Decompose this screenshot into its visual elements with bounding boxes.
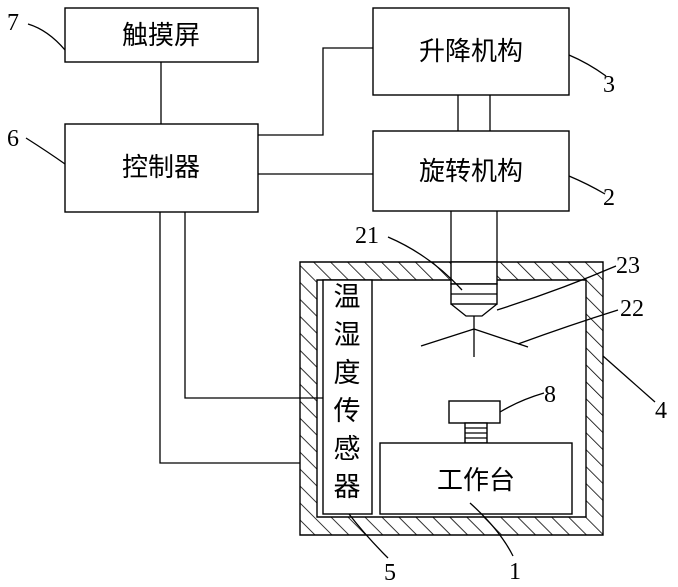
part-8 xyxy=(449,401,500,443)
ref-2: 2 xyxy=(603,185,615,211)
leader-6 xyxy=(26,138,65,164)
leader-2 xyxy=(569,176,605,194)
ref-6: 6 xyxy=(7,126,19,152)
leader-8 xyxy=(500,393,544,412)
lifting-mechanism-block: 升降机构 xyxy=(373,8,569,95)
sensor-char-2: 湿 xyxy=(334,320,361,351)
controller-block: 控制器 xyxy=(65,124,258,212)
touchscreen-label: 触摸屏 xyxy=(122,21,200,51)
leader-7 xyxy=(28,24,65,50)
leader-3 xyxy=(569,55,606,76)
nozzle-assembly xyxy=(421,304,528,357)
sensor-char-5: 感 xyxy=(334,434,361,465)
rotating-mechanism-block: 旋转机构 xyxy=(373,131,569,211)
nozzle xyxy=(451,304,497,316)
controller-lifting-link xyxy=(258,48,373,135)
ref-22: 22 xyxy=(620,296,644,322)
ref-5: 5 xyxy=(384,560,396,586)
sensor-char-6: 器 xyxy=(334,472,361,503)
ref-4: 4 xyxy=(655,398,667,424)
rotating-shaft xyxy=(451,211,497,304)
ref-3: 3 xyxy=(603,72,615,98)
touchscreen-block: 触摸屏 xyxy=(65,8,258,62)
controller-chamber-link xyxy=(160,212,300,463)
ref-7: 7 xyxy=(7,10,19,36)
sensor-char-3: 度 xyxy=(334,358,361,389)
ref-23: 23 xyxy=(616,253,640,279)
ref-8: 8 xyxy=(544,382,556,408)
humidity-sensor-block: 温 湿 度 传 感 器 xyxy=(323,280,372,514)
controller-label: 控制器 xyxy=(122,153,200,183)
ref-21: 21 xyxy=(355,223,379,249)
leader-4 xyxy=(603,356,655,402)
blade-left xyxy=(421,329,474,346)
sensor-char-1: 温 xyxy=(334,282,361,313)
rotating-mechanism-label: 旋转机构 xyxy=(419,157,523,187)
ref-1: 1 xyxy=(509,559,521,585)
workbench-label: 工作台 xyxy=(437,466,515,496)
workbench-block: 工作台 xyxy=(380,443,572,514)
sensor-char-4: 传 xyxy=(334,396,361,427)
blade-right xyxy=(474,329,528,347)
lifting-mechanism-label: 升降机构 xyxy=(419,37,523,67)
